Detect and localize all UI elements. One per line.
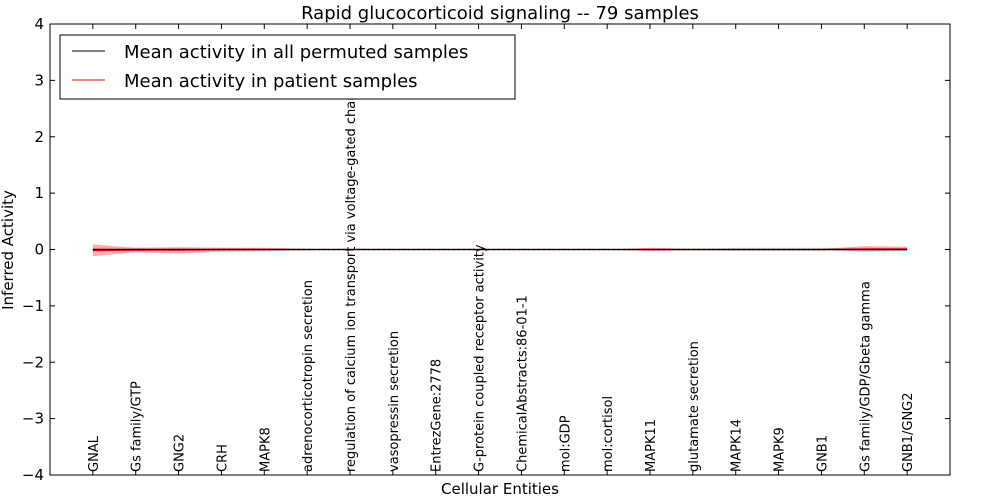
legend: Mean activity in all permuted samples Me… bbox=[59, 34, 516, 100]
category-label: G-protein coupled receptor activity bbox=[473, 244, 488, 472]
category-label: GNB1 bbox=[815, 435, 830, 472]
category-label: GNG2 bbox=[173, 434, 188, 472]
y-tick-label: 1 bbox=[34, 184, 44, 202]
chart-title: Rapid glucocorticoid signaling -- 79 sam… bbox=[301, 3, 699, 24]
y-tick-label: 3 bbox=[34, 71, 44, 89]
category-label: glutamate secretion bbox=[687, 341, 702, 472]
category-label: EntrezGene:2778 bbox=[430, 359, 445, 472]
band-series-1 bbox=[92, 244, 908, 257]
y-tick-label: 0 bbox=[34, 241, 44, 259]
category-label: regulation of calcium ion transport via … bbox=[344, 93, 359, 472]
category-label: vasopressin secretion bbox=[387, 331, 402, 472]
category-label: CRH bbox=[215, 444, 230, 472]
band-series-0 bbox=[92, 247, 908, 252]
legend-label-permuted: Mean activity in all permuted samples bbox=[124, 42, 468, 63]
y-tick-label: 2 bbox=[34, 128, 44, 146]
category-label: MAPK14 bbox=[730, 419, 745, 472]
category-label: GNAL bbox=[87, 435, 102, 472]
category-label: MAPK8 bbox=[258, 427, 273, 472]
y-tick-label: −2 bbox=[22, 353, 44, 371]
category-label: ChemicalAbstracts:86-01-1 bbox=[515, 295, 530, 472]
category-label: Gs family/GDP/Gbeta gamma bbox=[858, 281, 873, 472]
category-label: mol:GDP bbox=[558, 415, 573, 472]
category-label: mol:cortisol bbox=[601, 396, 616, 472]
y-axis-label: Inferred Activity bbox=[0, 190, 17, 310]
y-tick-label: −1 bbox=[22, 297, 44, 315]
category-label: GNB1/GNG2 bbox=[901, 392, 916, 472]
category-label: Gs family/GTP bbox=[130, 381, 145, 472]
y-tick-label: 4 bbox=[34, 15, 44, 33]
legend-box bbox=[59, 34, 516, 100]
y-tick-label: −3 bbox=[22, 410, 44, 428]
legend-label-patient: Mean activity in patient samples bbox=[124, 71, 418, 92]
category-label: MAPK9 bbox=[773, 427, 788, 472]
y-tick-label: −4 bbox=[22, 466, 44, 484]
x-axis-label: Cellular Entities bbox=[441, 480, 559, 498]
category-label: adrenocorticotropin secretion bbox=[301, 280, 316, 472]
category-label: MAPK11 bbox=[644, 419, 659, 472]
